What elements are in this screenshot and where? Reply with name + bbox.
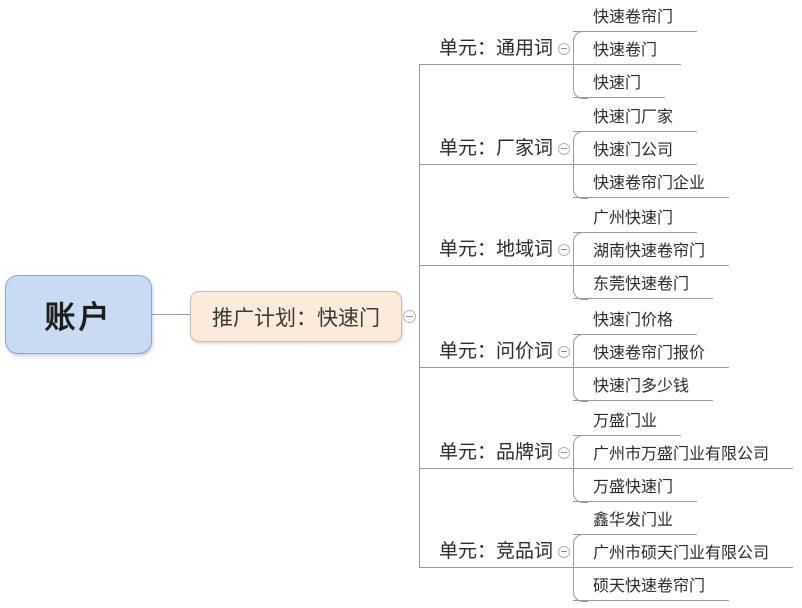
keyword-node[interactable]: 快速门厂家 bbox=[573, 105, 698, 132]
keyword-node[interactable]: 万盛快速门 bbox=[573, 475, 698, 502]
unit-node[interactable]: 单元：品牌词 bbox=[438, 442, 553, 463]
unit-node[interactable]: 单元：地域词 bbox=[438, 239, 553, 260]
keyword-node[interactable]: 快速门公司 bbox=[573, 138, 698, 165]
keyword-node[interactable]: 东莞快速卷门 bbox=[573, 272, 714, 299]
keyword-node[interactable]: 快速卷帘门 bbox=[573, 5, 698, 32]
plan-node[interactable]: 推广计划：快速门 bbox=[190, 291, 402, 342]
keyword-node[interactable]: 硕天快速卷帘门 bbox=[573, 574, 730, 601]
trunk-line bbox=[419, 64, 420, 568]
keyword-node[interactable]: 快速门价格 bbox=[573, 308, 698, 335]
branch-line bbox=[419, 367, 574, 368]
plan-node-label: 推广计划：快速门 bbox=[212, 305, 380, 330]
collapse-icon[interactable] bbox=[558, 43, 570, 55]
keyword-node[interactable]: 快速门 bbox=[573, 71, 666, 98]
collapse-icon[interactable] bbox=[558, 346, 570, 358]
branch-line bbox=[419, 567, 574, 568]
keyword-node[interactable]: 湖南快速卷帘门 bbox=[573, 239, 730, 266]
collapse-icon[interactable] bbox=[403, 310, 416, 323]
unit-node[interactable]: 单元：厂家词 bbox=[438, 138, 553, 159]
unit-node[interactable]: 单元：竞品词 bbox=[438, 541, 553, 562]
root-node-account[interactable]: 账户 bbox=[5, 275, 152, 354]
connector-root-to-plan bbox=[152, 314, 190, 315]
branch-line bbox=[419, 64, 574, 65]
collapse-icon[interactable] bbox=[558, 143, 570, 155]
collapse-icon[interactable] bbox=[558, 447, 570, 459]
unit-node[interactable]: 单元：通用词 bbox=[438, 38, 553, 59]
keyword-node[interactable]: 广州市硕天门业有限公司 bbox=[573, 541, 794, 568]
root-node-label: 账户 bbox=[44, 300, 113, 335]
keyword-node[interactable]: 万盛门业 bbox=[573, 409, 682, 436]
collapse-icon[interactable] bbox=[558, 546, 570, 558]
unit-node[interactable]: 单元：问价词 bbox=[438, 341, 553, 362]
keyword-node[interactable]: 快速卷帘门企业 bbox=[573, 171, 730, 198]
branch-line bbox=[419, 468, 574, 469]
keyword-node[interactable]: 快速卷帘门报价 bbox=[573, 341, 730, 368]
keyword-node[interactable]: 快速卷门 bbox=[573, 38, 682, 65]
keyword-node[interactable]: 广州快速门 bbox=[573, 206, 698, 233]
collapse-icon[interactable] bbox=[558, 244, 570, 256]
keyword-node[interactable]: 鑫华发门业 bbox=[573, 508, 698, 535]
branch-line bbox=[419, 265, 574, 266]
keyword-node[interactable]: 广州市万盛门业有限公司 bbox=[573, 442, 794, 469]
branch-line bbox=[419, 164, 574, 165]
keyword-node[interactable]: 快速门多少钱 bbox=[573, 374, 714, 401]
